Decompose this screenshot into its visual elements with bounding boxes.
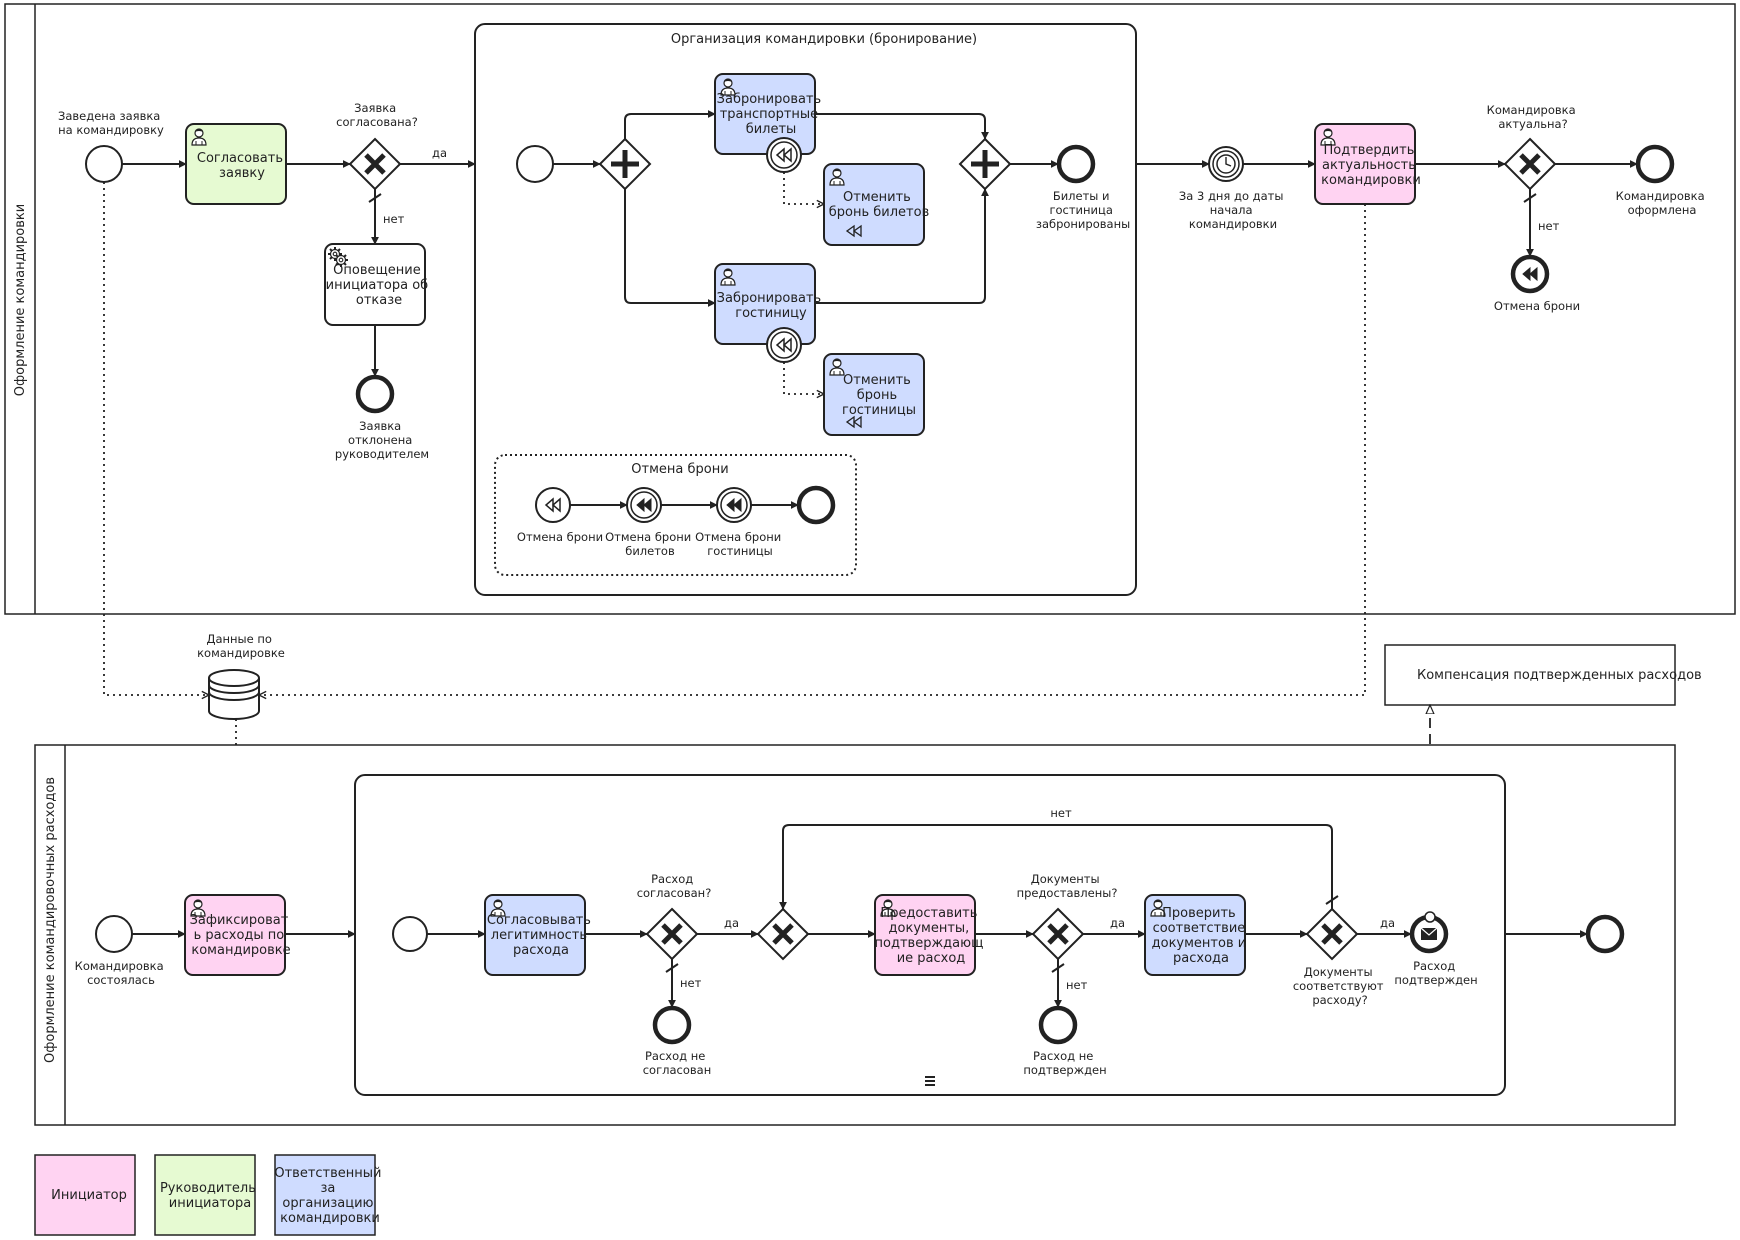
gateway-merge[interactable] [756,907,810,961]
pool-title: Оформление командировки [13,204,28,396]
svg-text:Согласовать заявку: Согласовать заявку [197,151,287,181]
flow-no-1: нет [383,212,405,226]
legend-initiator: Инициатор [34,1154,136,1236]
legend-manager: Руководитель инициатора [154,1154,260,1236]
pool-2-title: Оформление командировочных расходов [43,777,58,1063]
start-event-request[interactable] [85,145,123,183]
end-event-trip-done[interactable] [1635,144,1675,184]
text-annotation-compensation[interactable]: Компенсация подтвержденных расходов [1384,644,1702,706]
start-event-label: Заведена заявка на командировку [58,109,164,137]
end-event-not-confirmed[interactable] [1038,1005,1078,1045]
subprocess-booking-title: Организация командировки (бронирование) [671,32,977,47]
flow-no-a: нет [680,976,702,990]
end-event-rejected-label: Заявка отклонена руководителем [335,419,429,461]
task-provide-documents[interactable]: Предоставить документы, подтверждающ ие … [874,894,988,976]
es-throw-event-cancel-hotel[interactable] [716,487,752,523]
es-hotel-label: Отмена брони гостиницы [695,530,785,558]
svg-text:Отменить бронь гос: Отменить бронь гостиницы [842,373,916,418]
es-tickets-label: Отмена брони билетов [605,530,695,558]
start-event-trip-happened[interactable] [95,915,133,953]
end-event-rejected[interactable] [355,374,395,414]
parallel-gateway-join[interactable] [958,137,1012,191]
end-event-message-confirmed[interactable] [1409,911,1449,954]
end-event-trip-done-label: Командировка оформлена [1616,189,1709,217]
legend-responsible: Ответственный за организацию командировк… [274,1154,385,1236]
gateway-docs-provided[interactable] [1031,907,1085,961]
sub-end-event-booked[interactable] [1056,144,1096,184]
task-cancel-tickets[interactable]: Отменить бронь билетов [823,163,929,246]
gateway-d-label: Документы соответствуют расходу? [1293,965,1387,1007]
end-event-not-confirmed-label: Расход не подтвержден [1023,1049,1106,1077]
gateway-trip-relevant[interactable] [1503,137,1557,191]
svg-text:Согласовывать легитимнос: Согласовывать легитимность расхода [487,913,595,958]
es-start-event-compensation[interactable] [535,487,571,523]
svg-text:Руководитель инициатора: Руководитель инициатора [160,1181,260,1211]
gateway-a-label: Расход согласован? [637,872,712,900]
svg-text:Предоставить документы,: Предоставить документы, подтверждающ ие … [875,906,988,966]
gateway-docs-match[interactable] [1305,907,1359,961]
task-confirm-relevance[interactable]: Подтвердить актуальность командировки [1314,123,1421,205]
flow-yes-d: да [1380,916,1395,930]
sub-start-event[interactable] [516,145,554,183]
end-event-confirmed-label: Расход подтвержден [1394,959,1477,987]
svg-text:Забронировать гостиницу: Забронировать гостиницу [717,291,826,321]
svg-text:Зафиксироват ь расходы п: Зафиксироват ь расходы по командировке [190,913,293,958]
gateway-1-label: Заявка согласована? [336,101,418,129]
svg-text:Проверить соответствие: Проверить соответствие документов и расх… [1152,906,1251,966]
task-approve-request[interactable]: Согласовать заявку [185,123,287,205]
gateway-expense-agreed[interactable] [645,907,699,961]
task-book-hotel[interactable]: Забронировать гостиницу [714,263,826,345]
data-store-label: Данные по командировке [197,632,285,660]
task-approve-legitimacy[interactable]: Согласовывать легитимность расхода [484,894,595,976]
svg-text:Ответственный за о: Ответственный за организацию командировк… [274,1166,385,1226]
end-event-expenses-done[interactable] [1585,914,1625,954]
task-book-tickets[interactable]: Забронировать транспортные билеты [714,73,826,155]
gateway-c-label: Документы предоставлены? [1017,872,1118,900]
event-subprocess-title: Отмена брони [631,462,728,477]
start-event-trip-label: Командировка состоялась [75,959,168,987]
es-throw-event-cancel-tickets[interactable] [626,487,662,523]
end-event-not-agreed[interactable] [652,1005,692,1045]
end-event-cancel-label: Отмена брони [1494,299,1580,313]
end-event-cancel-booking[interactable] [1510,254,1550,294]
flow-yes-c: да [1110,916,1125,930]
flow-yes-1: да [432,146,447,160]
flow-yes-a: да [724,916,739,930]
annotation-text: Компенсация подтвержденных расходов [1417,668,1702,683]
event-subprocess-cancel[interactable] [494,454,857,576]
svg-text:Забронировать транспортн: Забронировать транспортные билеты [717,92,826,137]
flow-no-2: нет [1538,219,1560,233]
gateway-request-approved[interactable] [348,137,402,191]
svg-text:Оповещение инициатора об: Оповещение инициатора об отказе [326,263,433,308]
pool-travel-arrangement: Оформление командировки [4,3,1736,615]
task-record-expenses[interactable]: Зафиксироват ь расходы по командировке [184,894,293,976]
task-check-documents[interactable]: Проверить соответствие документов и расх… [1144,894,1251,976]
task-cancel-hotel[interactable]: Отменить бронь гостиницы [823,353,925,436]
gateway-2-label: Командировка актуальна? [1487,103,1580,131]
data-store-trip-data[interactable] [208,669,260,720]
flow-no-c: нет [1066,978,1088,992]
sub2-start-event[interactable] [392,916,428,952]
end-event-not-agreed-label: Расход не согласован [643,1049,712,1077]
compensation-boundary-event-hotel[interactable] [766,327,802,363]
es-start-label: Отмена брони [517,530,603,544]
svg-text:Подтвердить актуальность: Подтвердить актуальность командировки [1321,143,1421,188]
svg-text:Инициатор: Инициатор [51,1188,127,1203]
es-end-event[interactable] [796,485,836,525]
flow-loop-no: нет [1050,806,1072,820]
timer-event[interactable] [1208,146,1244,182]
svg-text:Отменить бронь билетов: Отменить бронь билетов [829,190,929,220]
timer-event-label: За 3 дня до даты начала командировки [1179,189,1287,231]
task-notify-rejection[interactable]: Оповещение инициатора об отказе [324,243,433,326]
subprocess-booking[interactable] [474,23,1137,596]
sub-end-event-booked-label: Билеты и гостиница забронированы [1036,189,1130,231]
compensation-boundary-event-tickets[interactable] [766,137,802,173]
